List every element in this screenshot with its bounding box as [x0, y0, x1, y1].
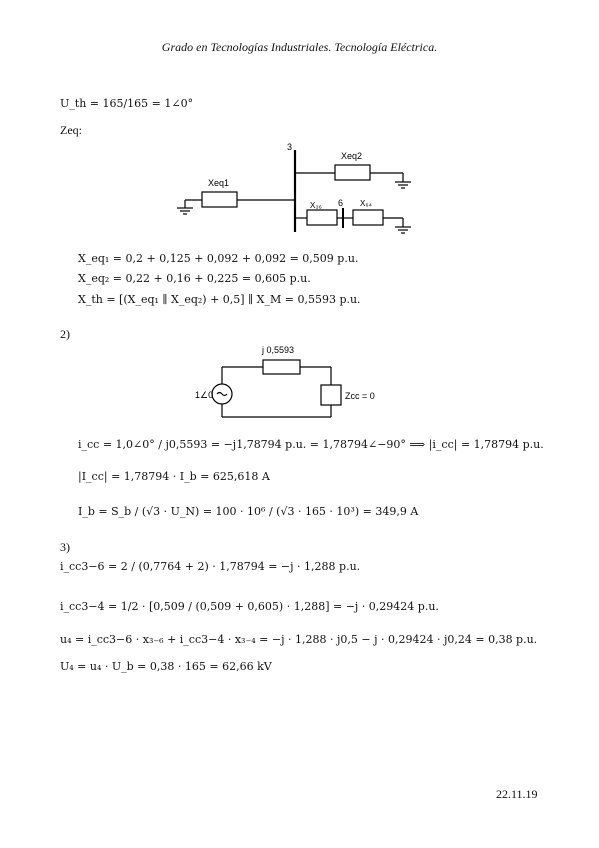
- eq-u4: u₄ = i_cc3−6 · x₃₋₆ + i_cc3−4 · x₃₋₄ = −…: [60, 633, 538, 646]
- j-impedance: [262, 359, 301, 375]
- node3-label: 3: [287, 142, 292, 152]
- node6-label: 6: [338, 198, 343, 208]
- thevenin-circuit-diagram: j 0,5593 1∠0 Zcc = 0: [195, 345, 375, 418]
- section-2-label: 2): [60, 327, 70, 341]
- x64-resistor: [352, 209, 384, 226]
- xeq1-resistor: [201, 191, 238, 208]
- source-label: 1∠0: [195, 390, 213, 400]
- zeq-label: Zeq:: [60, 123, 82, 137]
- zeq-circuit-diagram: 3 Xeq2 Xeq1 X₃₆ 6 X₆₄: [177, 142, 411, 234]
- eq-xeq1: X_eq₁ = 0,2 + 0,125 + 0,092 + 0,092 = 0,…: [78, 252, 359, 265]
- eq-icc36: i_cc3−6 = 2 / (0,7764 + 2) · 1,78794 = −…: [60, 560, 361, 573]
- eq-icc34: i_cc3−4 = 1/2 · [0,509 / (0,509 + 0,605)…: [60, 600, 439, 613]
- x36-resistor: [306, 209, 338, 226]
- xeq2-resistor: [334, 164, 371, 181]
- eq-xth: X_th = [(X_eq₁ ∥ X_eq₂) + 0,5] ∥ X_M = 0…: [78, 293, 361, 306]
- page-date: 22.11.19: [496, 787, 538, 801]
- zcc-box: [320, 384, 342, 406]
- eq-ib: I_b = S_b / (√3 · U_N) = 100 · 10⁶ / (√3…: [78, 505, 419, 518]
- eq-icc-abs: |I_cc| = 1,78794 · I_b = 625,618 A: [78, 470, 270, 483]
- xeq1-label: Xeq1: [208, 178, 229, 188]
- eq-uth: U_th = 165/165 = 1∠0°: [60, 97, 194, 110]
- page-header: Grado en Tecnologías Industriales. Tecno…: [161, 40, 438, 54]
- xeq2-label: Xeq2: [341, 151, 362, 161]
- zcc-label: Zcc = 0: [345, 391, 375, 401]
- eq-xeq2: X_eq₂ = 0,22 + 0,16 + 0,225 = 0,605 p.u.: [78, 272, 311, 285]
- j-label: j 0,5593: [261, 345, 294, 355]
- eq-U4: U₄ = u₄ · U_b = 0,38 · 165 = 62,66 kV: [60, 660, 272, 673]
- x64-label: X₆₄: [360, 199, 372, 208]
- eq-icc: i_cc = 1,0∠0° / j0,5593 = −j1,78794 p.u.…: [78, 438, 544, 451]
- section-3-label: 3): [60, 540, 70, 554]
- x36-label: X₃₆: [310, 201, 322, 210]
